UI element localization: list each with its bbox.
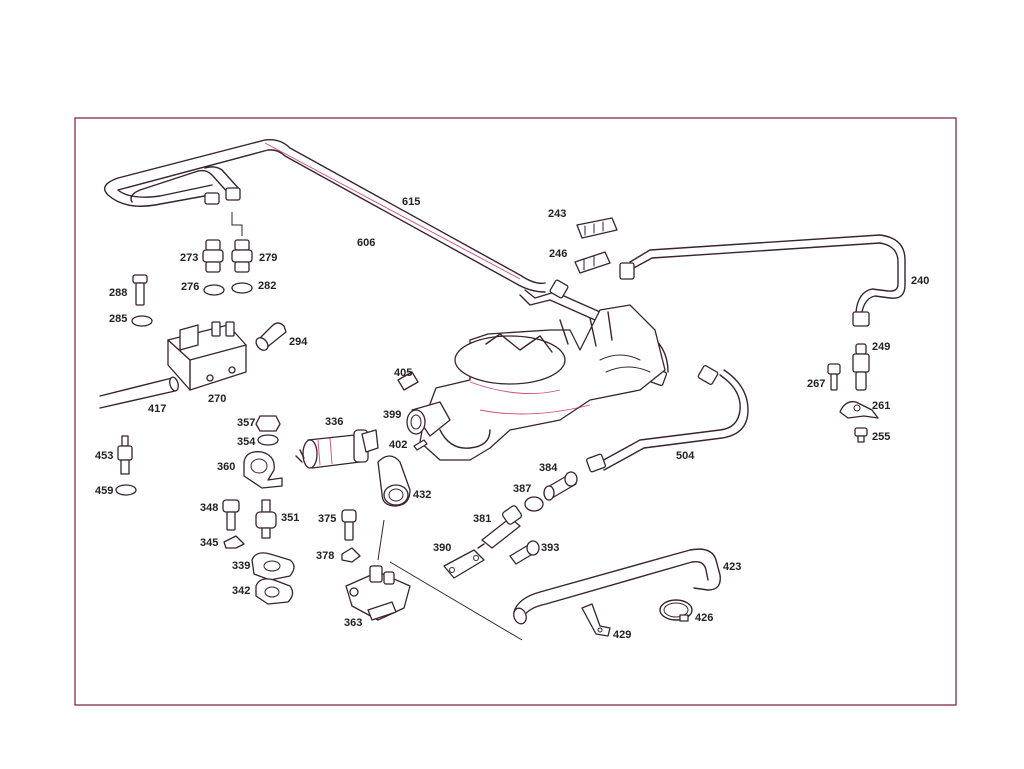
- label-399: 399: [383, 409, 401, 421]
- bolt-267: [827, 363, 841, 391]
- leader-363-387: [377, 519, 523, 641]
- label-282: 282: [258, 280, 276, 292]
- clip-378: [341, 547, 361, 563]
- fitting-384: [543, 471, 578, 501]
- label-606: 606: [357, 237, 375, 249]
- label-255: 255: [872, 431, 890, 443]
- fuel-line-615: [104, 138, 546, 293]
- valve-363: [345, 565, 411, 621]
- bolt-288: [132, 274, 148, 306]
- label-429: 429: [613, 629, 631, 641]
- label-360: 360: [217, 461, 235, 473]
- label-336: 336: [325, 416, 343, 428]
- label-267: 267: [807, 378, 825, 390]
- nut-357: [255, 415, 281, 432]
- clip-345: [223, 535, 245, 549]
- label-342: 342: [232, 585, 250, 597]
- label-405: 405: [394, 367, 412, 379]
- label-432: 432: [413, 489, 431, 501]
- label-243: 243: [548, 208, 566, 220]
- leader-273-279: [231, 212, 243, 236]
- label-279: 279: [259, 252, 277, 264]
- gasket-390: [443, 549, 485, 579]
- damper-351: [255, 499, 277, 539]
- label-288: 288: [109, 287, 127, 299]
- fitting-279: [231, 239, 253, 273]
- label-354: 354: [237, 436, 256, 448]
- label-345: 345: [200, 537, 218, 549]
- label-294: 294: [289, 336, 308, 348]
- label-459: 459: [95, 485, 113, 497]
- bolt-375: [341, 509, 357, 541]
- clip-246: [574, 251, 611, 274]
- hose-423: [513, 548, 721, 625]
- washer-285: [131, 315, 153, 327]
- label-381: 381: [473, 513, 491, 525]
- label-402: 402: [389, 439, 407, 451]
- part-labels: 615 606 243 246 240 273 279 276 282 288 …: [95, 196, 929, 641]
- fitting-273: [202, 239, 224, 273]
- label-270: 270: [208, 393, 226, 405]
- label-384: 384: [539, 462, 558, 474]
- label-390: 390: [433, 542, 451, 554]
- hose-417: [99, 376, 179, 409]
- bolt-348: [222, 499, 240, 531]
- elbow-399: [406, 401, 451, 437]
- bolt-393: [509, 540, 540, 565]
- label-351: 351: [281, 512, 299, 524]
- washer-459: [115, 484, 137, 496]
- gasket-339: [251, 552, 295, 581]
- nut-255: [854, 427, 868, 443]
- fuel-pump-336: [295, 429, 379, 469]
- hose-294: [255, 322, 287, 351]
- label-375: 375: [318, 513, 336, 525]
- label-261: 261: [872, 400, 890, 412]
- washer-282: [231, 282, 253, 294]
- pin-405: [397, 371, 419, 391]
- label-387: 387: [513, 483, 531, 495]
- pressure-regulator-270: [167, 321, 247, 391]
- bracket-360: [243, 451, 283, 489]
- label-246: 246: [549, 248, 567, 260]
- clamp-426: [659, 599, 693, 622]
- washer-276: [203, 284, 225, 296]
- bracket-261: [839, 401, 879, 419]
- diagram-frame: [74, 117, 957, 706]
- sensor-249: [852, 343, 870, 391]
- intake-housing: [419, 304, 666, 461]
- label-276: 276: [181, 281, 199, 293]
- fuel-line-240: [619, 234, 906, 327]
- label-339: 339: [232, 560, 250, 572]
- label-504: 504: [676, 450, 695, 462]
- label-453: 453: [95, 450, 113, 462]
- washer-354: [257, 434, 279, 446]
- label-378: 378: [316, 550, 334, 562]
- clip-243: [576, 217, 618, 239]
- label-348: 348: [200, 502, 218, 514]
- label-357: 357: [237, 417, 255, 429]
- label-615: 615: [402, 196, 420, 208]
- label-249: 249: [872, 341, 890, 353]
- label-417: 417: [148, 403, 166, 415]
- label-240: 240: [911, 275, 929, 287]
- label-393: 393: [541, 542, 559, 554]
- gasket-342: [255, 578, 294, 605]
- hose-432: [377, 455, 411, 507]
- fuel-line-504: [586, 365, 749, 473]
- label-426: 426: [695, 612, 713, 624]
- pin-402: [413, 439, 428, 451]
- label-363: 363: [344, 617, 362, 629]
- washer-387: [524, 496, 544, 512]
- bracket-429: [581, 603, 611, 637]
- label-273: 273: [180, 252, 198, 264]
- valve-381: [477, 505, 523, 549]
- sensor-453: [117, 435, 133, 475]
- label-423: 423: [723, 561, 741, 573]
- label-285: 285: [109, 313, 127, 325]
